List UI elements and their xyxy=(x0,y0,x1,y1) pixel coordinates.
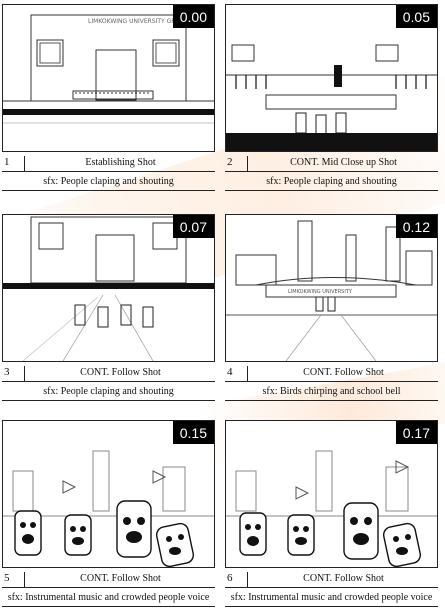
panel-6-caption-row: 6 CONT. Follow Shot xyxy=(225,570,438,588)
panel-5-caption-row: 5 CONT. Follow Shot xyxy=(2,570,215,588)
panel-4-number: 4 xyxy=(227,366,248,381)
panel-4-timestamp: 0.12 xyxy=(395,215,437,238)
panel-6-number: 6 xyxy=(227,572,248,587)
panel-3-caption-row: 3 CONT. Follow Shot xyxy=(2,364,215,382)
panel-3-sketch xyxy=(3,216,214,361)
panel-5-number: 5 xyxy=(4,572,25,587)
panel-1-sfx: sfx: People claping and shouting xyxy=(2,174,215,191)
panel-4-sfx: sfx: Birds chirping and school bell xyxy=(225,384,438,401)
panel-6-frame: 0.17 xyxy=(225,420,438,568)
panel-4-frame: LIMKOKWING UNIVERSITY 0.12 xyxy=(225,214,438,362)
panel-6-sfx: sfx: Instrumental music and crowded peop… xyxy=(225,590,438,607)
panel-5-shot-type: CONT. Follow Shot xyxy=(80,573,161,584)
panel-1-frame: LIMKOKWING UNIVERSITY GRADUATION 0.00 xyxy=(2,4,215,152)
panel-1-banner-text: LIMKOKWING UNIVERSITY GRADUATION xyxy=(88,18,207,25)
panel-3-shot-type: CONT. Follow Shot xyxy=(80,367,161,378)
panel-1-number: 1 xyxy=(4,156,25,171)
panel-3-sfx: sfx: People claping and shouting xyxy=(2,384,215,401)
panel-3-number: 3 xyxy=(4,366,25,381)
panel-4-shot-type: CONT. Follow Shot xyxy=(303,367,384,378)
panel-6-shot-type: CONT. Follow Shot xyxy=(303,573,384,584)
panel-4-banner-text: LIMKOKWING UNIVERSITY xyxy=(288,289,353,295)
panel-5-frame: 0.15 xyxy=(2,420,215,568)
panel-3-timestamp: 0.07 xyxy=(172,215,214,238)
panel-1-sketch: LIMKOKWING UNIVERSITY GRADUATION xyxy=(3,14,214,124)
panel-1-timestamp: 0.00 xyxy=(172,5,214,28)
panel-6-sketch xyxy=(226,450,437,567)
panel-1-caption-row: 1 Establishing Shot xyxy=(2,154,215,172)
panel-3-frame: 0.07 xyxy=(2,214,215,362)
panel-2-sfx: sfx: People claping and shouting xyxy=(225,174,438,191)
panel-2-caption-row: 2 CONT. Mid Close up Shot xyxy=(225,154,438,172)
panel-2-shot-type: CONT. Mid Close up Shot xyxy=(290,157,397,168)
panel-1-shot-type: Establishing Shot xyxy=(85,157,156,168)
panel-5-sketch xyxy=(3,450,214,567)
panel-6-timestamp: 0.17 xyxy=(395,421,437,444)
panel-5-sfx: sfx: Instrumental music and crowded peop… xyxy=(2,590,215,607)
panel-4-caption-row: 4 CONT. Follow Shot xyxy=(225,364,438,382)
panel-5-timestamp: 0.15 xyxy=(172,421,214,444)
panel-2-number: 2 xyxy=(227,156,248,171)
panel-2-frame: 0.05 xyxy=(225,4,438,152)
panel-2-timestamp: 0.05 xyxy=(395,5,437,28)
panel-4-sketch: LIMKOKWING UNIVERSITY xyxy=(226,220,437,361)
